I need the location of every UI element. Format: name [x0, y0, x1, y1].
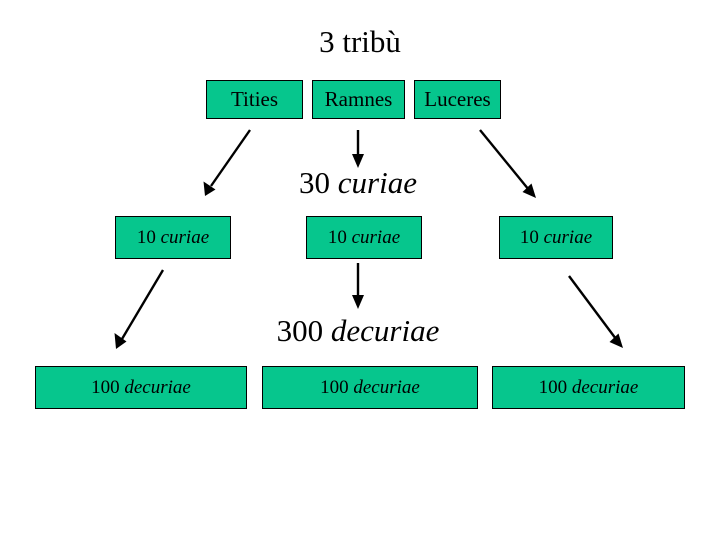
box-decuriae-2[interactable]: 100 decuriae — [262, 366, 478, 409]
box-decuriae-3[interactable]: 100 decuriae — [492, 366, 685, 409]
box-luceres-label: Luceres — [424, 87, 491, 111]
box-decuriae-2-term: decuriae — [353, 377, 420, 398]
heading-300-decuriae-term: decuriae — [330, 313, 440, 348]
box-luceres[interactable]: Luceres — [414, 80, 501, 119]
box-curiae-2[interactable]: 10 curiae — [306, 216, 422, 259]
box-curiae-1-number: 10 — [136, 227, 156, 248]
box-decuriae-1-term: decuriae — [124, 377, 191, 398]
heading-30-curiae-term: curiae — [337, 165, 417, 200]
box-curiae-3-term: curiae — [543, 227, 593, 248]
box-curiae-2-term: curiae — [351, 227, 401, 248]
box-ramnes-label: Ramnes — [324, 87, 393, 111]
box-decuriae-1[interactable]: 100 decuriae — [35, 366, 247, 409]
heading-30-curiae-space — [330, 165, 338, 200]
box-curiae-2-number: 10 — [327, 227, 347, 248]
page-title: 3 tribù — [319, 24, 401, 59]
arrow-curiae-to-decuriae-center — [352, 263, 364, 309]
box-curiae-3-number: 10 — [519, 227, 539, 248]
heading-30-curiae: 30 curiae — [0, 167, 716, 198]
box-decuriae-3-term: decuriae — [571, 377, 639, 398]
arrow-ramnes-to-curiae-center — [352, 130, 364, 168]
box-curiae-3[interactable]: 10 curiae — [499, 216, 613, 259]
box-curiae-1-term: curiae — [160, 227, 210, 248]
box-tities-label: Tities — [230, 87, 279, 111]
heading-300-decuriae: 300 decuriae — [0, 315, 716, 346]
box-decuriae-2-number: 100 — [320, 377, 349, 398]
box-curiae-1[interactable]: 10 curiae — [115, 216, 231, 259]
box-tities[interactable]: Tities — [206, 80, 303, 119]
heading-300-decuriae-number: 300 — [276, 313, 324, 348]
heading-300-decuriae-space — [323, 313, 331, 348]
box-ramnes[interactable]: Ramnes — [312, 80, 405, 119]
box-decuriae-3-number: 100 — [538, 377, 568, 398]
heading-30-curiae-number: 30 — [299, 165, 331, 200]
box-decuriae-1-number: 100 — [91, 377, 120, 398]
